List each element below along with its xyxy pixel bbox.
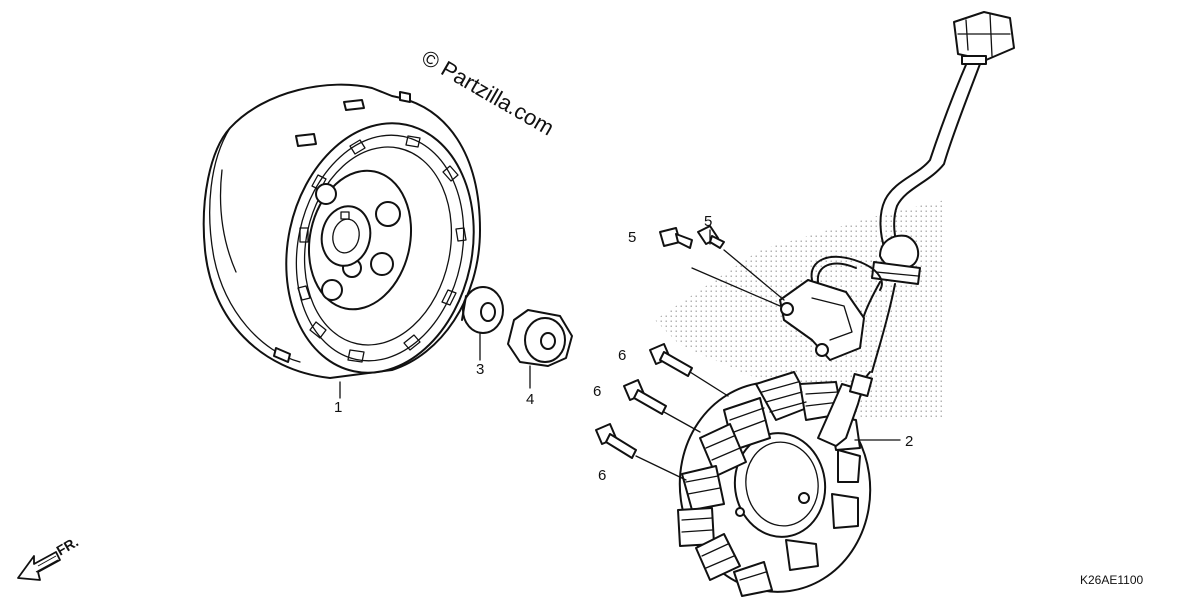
callout-2: 2 — [905, 433, 913, 450]
callout-6c: 6 — [598, 467, 606, 484]
wire-connector — [953, 11, 1015, 65]
callout-3: 3 — [476, 361, 484, 378]
nut-part[interactable] — [507, 309, 573, 367]
callout-1: 1 — [334, 399, 342, 416]
callout-6a: 6 — [618, 347, 626, 364]
front-direction-indicator: FR. — [17, 533, 81, 581]
flywheel-part[interactable] — [202, 83, 496, 391]
arrow-icon — [17, 551, 61, 581]
pickup-coil — [779, 255, 883, 361]
callout-4: 4 — [526, 391, 534, 408]
diagram-code: K26AE1100 — [1080, 573, 1143, 587]
leader-lines — [339, 229, 901, 481]
pickup-bolt-a[interactable] — [659, 227, 693, 249]
pickup-bolt-b[interactable] — [697, 225, 725, 249]
stator-part[interactable] — [666, 11, 1015, 600]
callout-5b: 5 — [704, 213, 712, 230]
stator-bolt-c[interactable] — [595, 423, 637, 459]
stator-bolt-a[interactable] — [649, 343, 693, 377]
stator-bolt-b[interactable] — [623, 379, 667, 415]
washer-part[interactable] — [461, 286, 504, 334]
callout-6b: 6 — [593, 383, 601, 400]
callout-5a: 5 — [628, 229, 636, 246]
